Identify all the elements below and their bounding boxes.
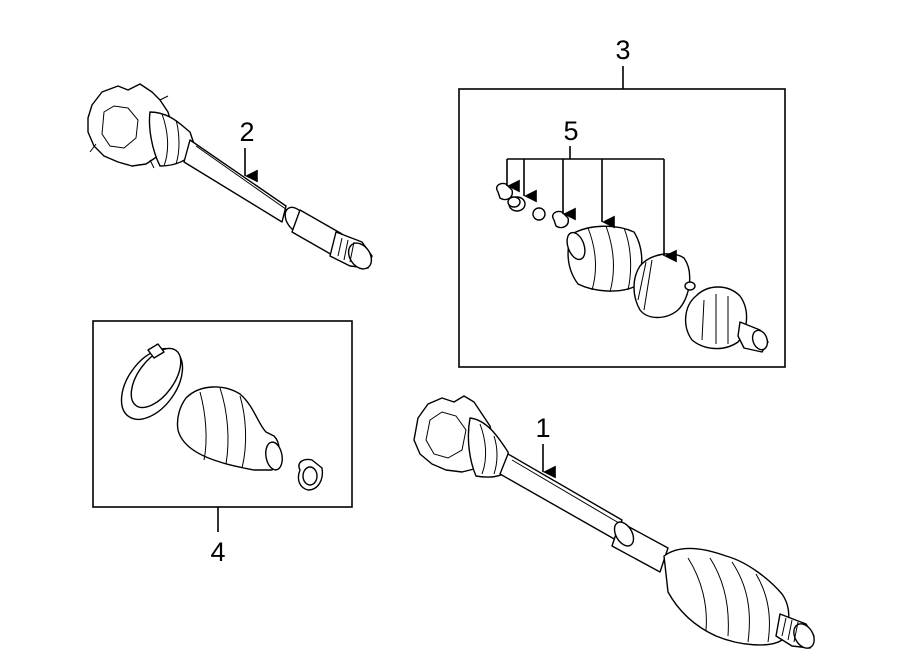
callout-2: 2 bbox=[239, 117, 254, 147]
kit-box-part-3 bbox=[458, 88, 786, 368]
callout-3: 3 bbox=[615, 35, 630, 65]
kit-box-part-4 bbox=[92, 320, 353, 508]
boot-kit-contents bbox=[496, 182, 769, 353]
half-shaft-part-2 bbox=[87, 83, 373, 270]
callout-4: 4 bbox=[210, 537, 225, 567]
leader-5-bracket bbox=[506, 146, 677, 263]
cv-boot-kit-contents bbox=[120, 343, 324, 491]
callout-1: 1 bbox=[535, 413, 550, 443]
axle-shaft-part-1 bbox=[413, 395, 815, 649]
callout-5: 5 bbox=[563, 116, 578, 146]
